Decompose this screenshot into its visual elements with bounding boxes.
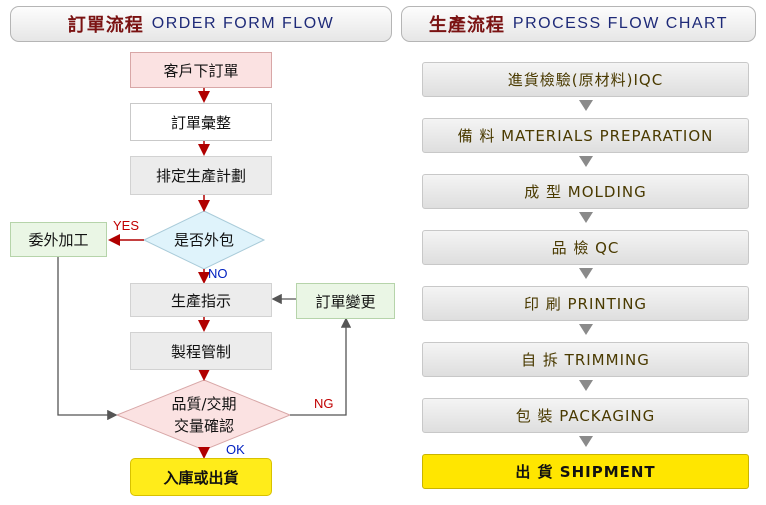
customer-order-box: 客戶下訂單 bbox=[130, 52, 272, 88]
process-flow-header: 生產流程 PROCESS FLOW CHART bbox=[401, 6, 756, 42]
process-control-box: 製程管制 bbox=[130, 332, 272, 370]
step-packaging: 包 裝 PACKAGING bbox=[422, 398, 749, 433]
step-molding: 成 型 MOLDING bbox=[422, 174, 749, 209]
process-flow-title-zh: 生產流程 bbox=[428, 15, 505, 36]
down-arrow-icon bbox=[579, 100, 593, 111]
no-label: NO bbox=[208, 266, 228, 281]
warehouse-shipping-box: 入庫或出貨 bbox=[130, 458, 272, 496]
step-shipment: 出 貨 SHIPMENT bbox=[422, 454, 749, 489]
production-instruction-box: 生產指示 bbox=[130, 283, 272, 317]
order-change-box: 訂單變更 bbox=[296, 283, 395, 319]
step-materials-preparation: 備 料 MATERIALS PREPARATION bbox=[422, 118, 749, 153]
ng-label: NG bbox=[314, 396, 334, 411]
order-flow-title-zh: 訂單流程 bbox=[67, 15, 144, 36]
order-compile-box: 訂單彙整 bbox=[130, 103, 272, 141]
quality-check-label-line2: 交量確認 bbox=[173, 417, 234, 435]
quality-check-label: 品質/交期 交量確認 bbox=[159, 393, 249, 437]
down-arrow-icon bbox=[579, 324, 593, 335]
schedule-box: 排定生產計劃 bbox=[130, 156, 272, 195]
ok-label: OK bbox=[226, 442, 245, 457]
step-trimming: 自 拆 TRIMMING bbox=[422, 342, 749, 377]
order-flow-header: 訂單流程 ORDER FORM FLOW bbox=[10, 6, 392, 42]
step-printing: 印 刷 PRINTING bbox=[422, 286, 749, 321]
outsource-decision-label: 是否外包 bbox=[173, 231, 234, 249]
process-flow-title-en: PROCESS FLOW CHART bbox=[512, 15, 729, 32]
step-iqc: 進貨檢驗(原材料)IQC bbox=[422, 62, 749, 97]
quality-check-label-line1: 品質/交期 bbox=[171, 395, 237, 413]
down-arrow-icon bbox=[579, 268, 593, 279]
down-arrow-icon bbox=[579, 212, 593, 223]
yes-label: YES bbox=[113, 218, 140, 233]
down-arrow-icon bbox=[579, 156, 593, 167]
outsource-box: 委外加工 bbox=[10, 222, 107, 257]
step-qc: 品 檢 QC bbox=[422, 230, 749, 265]
down-arrow-icon bbox=[579, 436, 593, 447]
order-flow-title-en: ORDER FORM FLOW bbox=[151, 15, 335, 32]
down-arrow-icon bbox=[579, 380, 593, 391]
